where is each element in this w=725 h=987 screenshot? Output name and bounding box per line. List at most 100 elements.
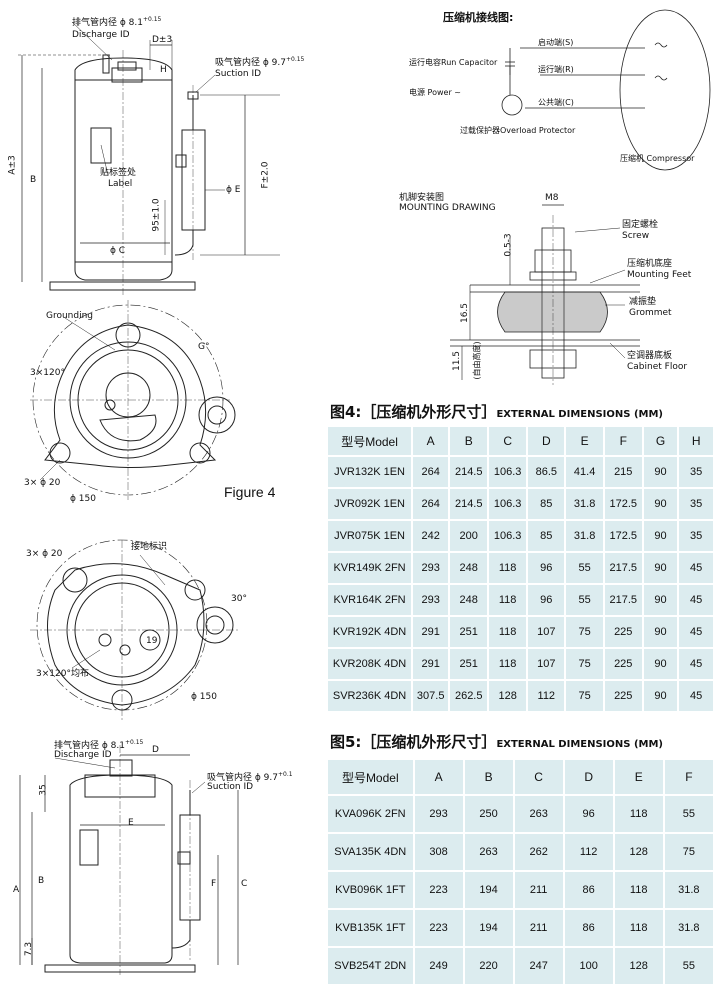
value-cell: 172.5 [602, 487, 644, 521]
value-cell: 293 [411, 551, 451, 585]
screw-cn-label: 固定螺栓 [622, 220, 659, 230]
phi-c-label: ϕ C [110, 246, 126, 256]
free-height-label: (自由高度) [472, 341, 482, 380]
value-cell: 106.3 [487, 519, 529, 553]
value-cell: 31.8 [662, 870, 716, 910]
value-cell: 45 [677, 679, 715, 713]
value-cell: 55 [564, 583, 605, 617]
value-cell: 225 [602, 615, 644, 649]
value-cell: 308 [412, 832, 465, 872]
f-dim-label-2: F [211, 879, 217, 889]
value-cell: 45 [677, 583, 715, 617]
d-dim-label-2: D [152, 745, 159, 755]
label-en: Label [108, 179, 133, 189]
value-cell: 249 [412, 946, 465, 986]
value-cell: 41.4 [564, 455, 605, 489]
value-cell: 118 [487, 647, 529, 681]
model-cell: SVB254T 2DN [326, 946, 415, 986]
power-label: 电源 Power ~ [409, 88, 461, 97]
value-cell: 214.5 [448, 455, 490, 489]
suction-id-label-2: 吸气管内径 ϕ 9.7+0.1 [207, 771, 293, 783]
value-cell: 118 [612, 794, 665, 834]
feet-en-label: Mounting Feet [627, 270, 692, 280]
table5-title: 图5:［压缩机外形尺寸］EXTERNAL DIMENSIONS (MM) [330, 733, 663, 751]
value-cell: 194 [462, 908, 515, 948]
b-dim-label: B [30, 175, 37, 185]
t4-header-g: G [641, 425, 680, 457]
compressor-label: 压缩机 Compressor [620, 154, 695, 163]
value-cell: 35 [677, 487, 715, 521]
value-cell: 75 [662, 832, 716, 872]
value-cell: 35 [677, 519, 715, 553]
mounting-title-cn: 机脚安装图 [399, 193, 445, 203]
value-cell: 262.5 [448, 679, 490, 713]
value-cell: 247 [512, 946, 565, 986]
t5-header-e: E [612, 758, 665, 796]
overload-label: 过载保护器Overload Protector [460, 126, 576, 135]
value-cell: 223 [412, 908, 465, 948]
discharge-id-en-2: Discharge ID [54, 750, 112, 760]
value-cell: 31.8 [662, 908, 716, 948]
value-cell: 128 [612, 946, 665, 986]
value-cell: 118 [612, 908, 665, 948]
model-cell: SVR236K 4DN [325, 679, 414, 713]
value-cell: 251 [448, 615, 490, 649]
value-cell: 107 [526, 647, 567, 681]
grommet-cn-label: 减振垫 [629, 297, 657, 307]
model-cell: JVR092K 1EN [325, 487, 414, 521]
suction-id-en: Suction ID [215, 69, 262, 79]
diameter-label: ϕ 150 [70, 494, 96, 504]
t5-header-a: A [412, 758, 465, 796]
value-cell: 223 [412, 870, 465, 910]
value-cell: 200 [448, 519, 490, 553]
model-cell: KVR192K 4DN [325, 615, 414, 649]
model-cell: JVR132K 1EN [325, 455, 414, 489]
model-cell: SVA135K 4DN [326, 832, 415, 872]
value-cell: 217.5 [602, 583, 644, 617]
value-cell: 31.8 [564, 487, 605, 521]
model-cell: KVB096K 1FT [326, 870, 415, 910]
discharge-id-label: 排气管内径 ϕ 8.1+0.15 [72, 16, 162, 28]
holes-label-2: 3× ϕ 20 [26, 549, 63, 559]
t4-header-model: 型号Model [325, 425, 414, 457]
value-cell: 217.5 [602, 551, 644, 585]
t4-header-b: B [448, 425, 490, 457]
value-cell: 225 [602, 647, 644, 681]
value-cell: 214.5 [448, 487, 490, 521]
t5-header-f: F [662, 758, 716, 796]
value-cell: 112 [526, 679, 567, 713]
value-cell: 90 [641, 583, 680, 617]
value-cell: 55 [662, 946, 716, 986]
t5-header-model: 型号Model [326, 758, 415, 796]
value-cell: 90 [641, 455, 680, 489]
value-cell: 291 [411, 615, 451, 649]
t5-header-c: C [512, 758, 565, 796]
t5-header-d: D [562, 758, 615, 796]
value-cell: 35 [677, 455, 715, 489]
e-dim-label: E [128, 818, 134, 828]
model-cell: JVR075K 1EN [325, 519, 414, 553]
a-dim-label-2: A [13, 885, 20, 895]
value-cell: 307.5 [411, 679, 451, 713]
run-capacitor-label: 运行电容Run Capacitor [409, 58, 498, 67]
discharge-id-en: Discharge ID [72, 30, 130, 40]
angle-30-label: 30° [231, 594, 247, 604]
value-cell: 45 [677, 615, 715, 649]
t4-header-f: F [602, 425, 644, 457]
value-cell: 264 [411, 487, 451, 521]
value-cell: 100 [562, 946, 615, 986]
grounding-label: Grounding [46, 311, 94, 321]
value-cell: 75 [564, 647, 605, 681]
b-dim-label-2: B [38, 876, 45, 886]
value-cell: 128 [612, 832, 665, 872]
suction-id-label: 吸气管内径 ϕ 9.7+0.15 [215, 56, 305, 68]
